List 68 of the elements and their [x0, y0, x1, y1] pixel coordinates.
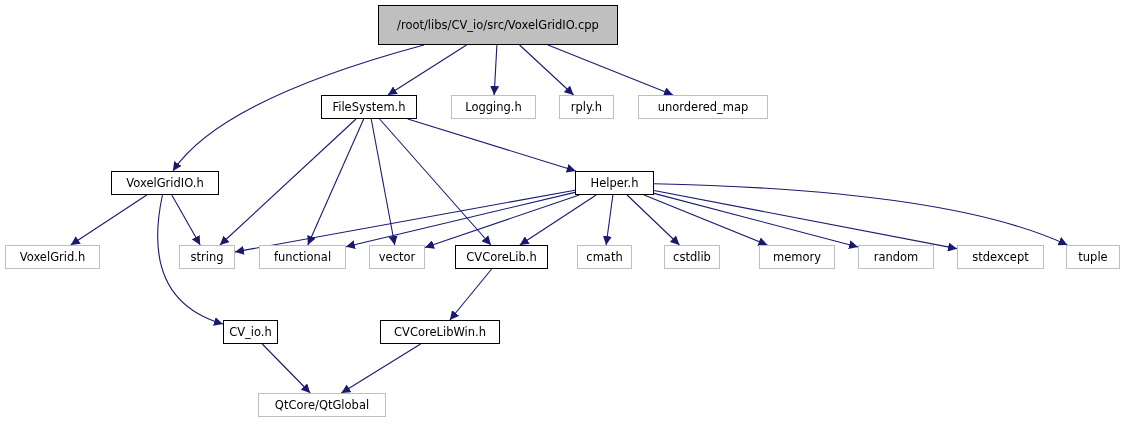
arrow [653, 183, 1068, 246]
file-box [111, 171, 219, 195]
file-box [759, 245, 835, 269]
file-name: cmath [586, 249, 623, 265]
arrow [340, 343, 422, 394]
file-box [321, 95, 417, 119]
file-name: CVCoreLibWin.h [394, 324, 486, 340]
arrow [70, 194, 148, 246]
arrow [449, 268, 493, 321]
file-name: CV_io.h [229, 324, 272, 340]
file-box [664, 245, 720, 269]
file-name: tuple [1078, 249, 1108, 265]
file-box [559, 95, 614, 119]
file-box [258, 393, 386, 417]
arrow [379, 118, 492, 246]
file-box [1066, 245, 1120, 269]
file-name: vector [378, 249, 416, 265]
arrow [219, 118, 357, 246]
arrow [490, 44, 500, 96]
arrow [234, 189, 576, 255]
arrow [172, 44, 425, 172]
arrow [653, 192, 859, 250]
file-name: cstdlib [673, 249, 711, 265]
file-name: memory [772, 249, 822, 265]
file-box [369, 245, 425, 269]
arrow [307, 118, 365, 246]
file-box [378, 5, 618, 45]
file-box [638, 95, 768, 119]
file-name: stdexcept [972, 249, 1029, 265]
file-name: functional [273, 249, 332, 265]
arrow [519, 44, 575, 96]
arrow [626, 194, 680, 246]
file-box [179, 245, 235, 269]
arrow [370, 118, 398, 246]
arrow [407, 118, 577, 173]
file-name: string [190, 249, 224, 265]
file-name: /root/libs/CV_io/src/VoxelGridIO.cpp [397, 17, 599, 33]
file-name: FileSystem.h [332, 99, 406, 115]
file-box [577, 245, 632, 269]
file-box [455, 245, 548, 269]
arrow [424, 194, 580, 249]
file-name: QtCore/QtGlobal [274, 397, 370, 413]
arrow [519, 194, 597, 246]
arrow [171, 194, 201, 246]
arrow [602, 194, 614, 246]
arrow [261, 343, 311, 394]
arrow [157, 194, 224, 326]
file-box [380, 320, 500, 344]
file-name: rply.h [570, 99, 603, 115]
file-box [858, 245, 934, 269]
file-box [957, 245, 1044, 269]
file-name: Logging.h [465, 99, 522, 115]
file-name: VoxelGrid.h [19, 249, 86, 265]
file-name: VoxelGridIO.h [126, 175, 204, 191]
file-name: random [873, 249, 919, 265]
file-box [451, 95, 536, 119]
arrow [547, 44, 674, 96]
arrow [345, 191, 576, 249]
arrow [653, 190, 958, 252]
file-name: Helper.h [590, 175, 639, 191]
arrow [387, 44, 468, 96]
file-box [575, 171, 654, 195]
arrow [643, 194, 768, 246]
file-box [223, 320, 278, 344]
file-name: CVCoreLib.h [466, 249, 537, 265]
file-name: unordered_map [657, 99, 749, 115]
file-box [259, 245, 346, 269]
file-box [5, 245, 100, 269]
